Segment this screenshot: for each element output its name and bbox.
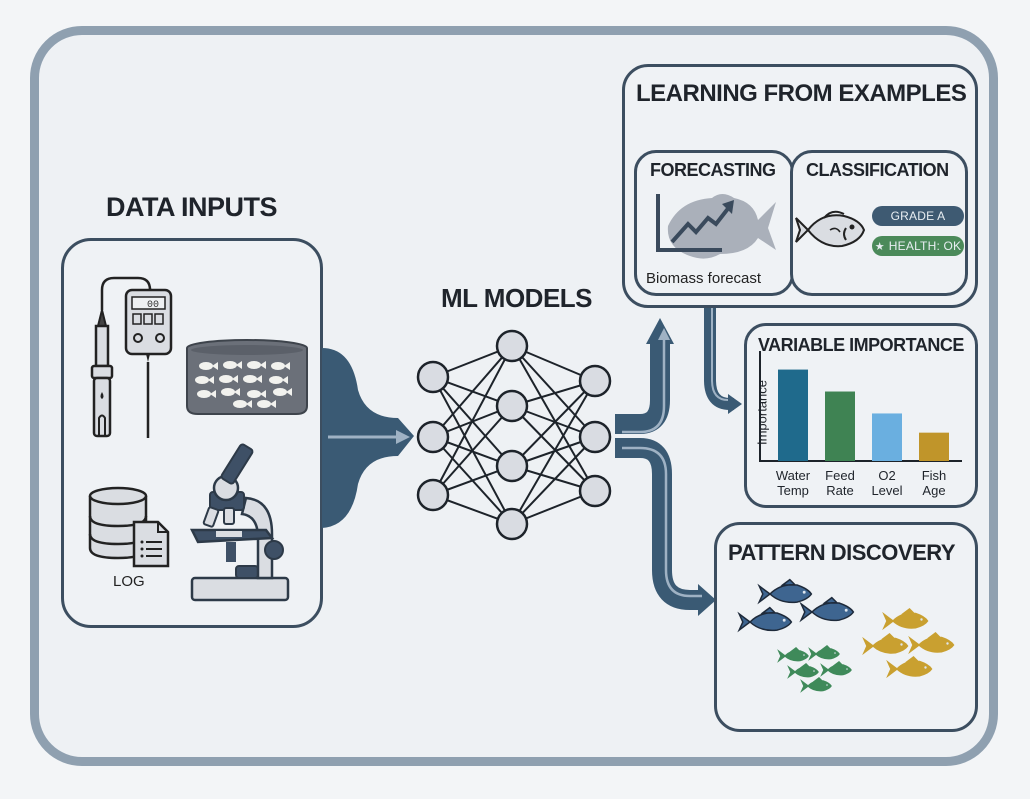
pattern-discovery-title: PATTERN DISCOVERY <box>728 540 956 565</box>
fish-icon <box>737 606 793 633</box>
nn-node <box>416 478 450 512</box>
nn-edge <box>511 436 596 525</box>
nn-node <box>578 474 612 508</box>
ml-models-title: ML MODELS <box>441 283 593 313</box>
database-log-icon <box>88 486 170 568</box>
meter-display-text: 00 <box>147 300 159 311</box>
nn-edge <box>432 345 513 438</box>
fish-icon <box>795 210 866 248</box>
health-badge-label: HEALTH: OK <box>888 239 962 253</box>
nn-edge <box>511 345 596 438</box>
microscope-icon <box>189 443 290 602</box>
fish-icon <box>777 647 809 663</box>
fish-icon <box>808 645 840 661</box>
fish-icon <box>862 633 909 656</box>
fish-icon <box>799 596 855 623</box>
nn-edge <box>511 345 596 492</box>
log-label: LOG <box>113 573 145 590</box>
learning-title: LEARNING FROM EXAMPLES <box>636 80 967 107</box>
bar-o2-level <box>872 413 902 461</box>
water-quality-meter-icon: 00 <box>90 276 173 438</box>
nn-node <box>578 364 612 398</box>
nn-edge <box>511 405 596 492</box>
forecasting-caption: Biomass forecast <box>646 270 762 287</box>
health-badge: ★ HEALTH: OK <box>872 236 964 256</box>
grade-badge-label: GRADE A <box>890 209 946 223</box>
bar-water-temp <box>778 369 808 461</box>
fish-icon <box>886 656 933 679</box>
star-icon: ★ <box>874 240 885 253</box>
fish-tank-icon <box>186 339 308 415</box>
nn-node <box>495 507 529 541</box>
nn-node <box>416 360 450 394</box>
grade-badge: GRADE A <box>872 206 964 226</box>
variable-importance-title: VARIABLE IMPORTANCE <box>758 335 964 355</box>
nn-node <box>495 329 529 363</box>
fish-icon <box>908 632 955 655</box>
fish-icon <box>820 661 852 677</box>
nn-node <box>495 389 529 423</box>
bar-fish-age <box>919 432 949 461</box>
biomass-forecast-icon <box>656 194 776 259</box>
nn-node <box>578 420 612 454</box>
nn-edge <box>511 380 596 467</box>
fish-icon <box>800 677 832 693</box>
nn-edge <box>511 380 596 525</box>
fish-icon <box>757 578 813 605</box>
nn-node <box>495 449 529 483</box>
nn-edge <box>432 345 513 496</box>
fish-icon <box>787 663 819 679</box>
fish-icon <box>882 608 929 631</box>
nn-edge <box>432 405 513 496</box>
nn-node <box>416 420 450 454</box>
data-inputs-title: DATA INPUTS <box>106 192 278 222</box>
forecasting-title: FORECASTING <box>650 160 776 180</box>
bar-feed-rate <box>825 391 855 461</box>
classification-title: CLASSIFICATION <box>806 160 949 180</box>
